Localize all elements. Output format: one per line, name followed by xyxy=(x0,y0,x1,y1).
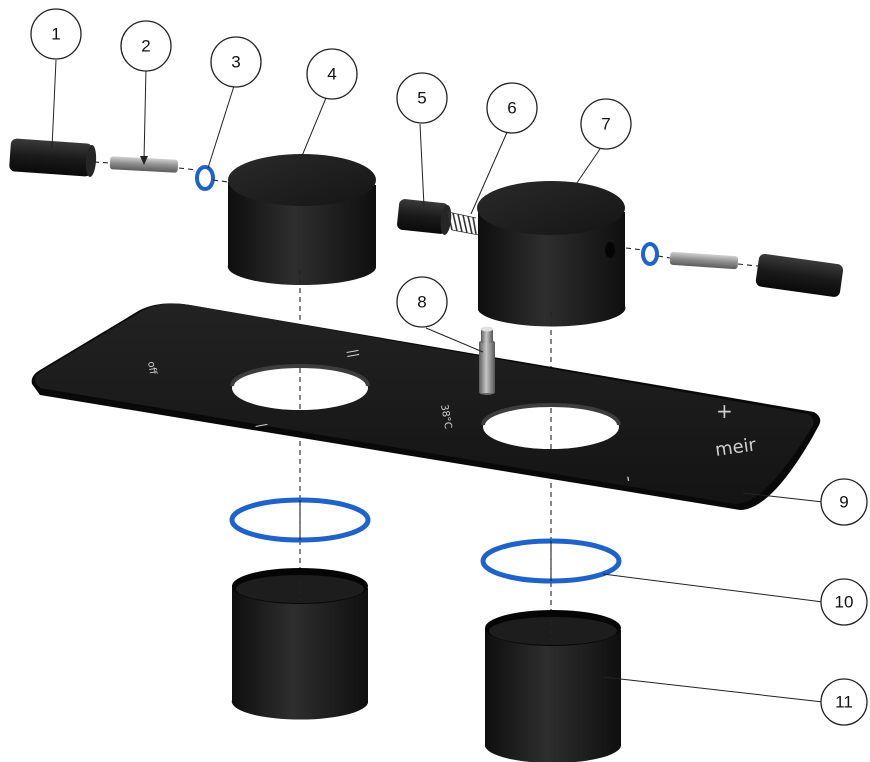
callout-11: 11 xyxy=(820,678,868,726)
plate-marking-minus: - xyxy=(619,474,639,483)
part-6-spring xyxy=(447,211,480,236)
callout-5: 5 xyxy=(396,72,448,124)
part-11-sleeve-right xyxy=(484,610,621,762)
plate-marking-off: off xyxy=(145,361,158,377)
part-10-large-o-ring-left xyxy=(229,497,371,543)
callout-4-label: 4 xyxy=(327,65,336,84)
callout-7: 7 xyxy=(580,98,632,150)
plate-marking-flow-max: || xyxy=(346,348,361,358)
callout-1: 1 xyxy=(30,8,82,60)
part-11-sleeve-left xyxy=(231,568,368,720)
callout-9-label: 9 xyxy=(839,493,848,512)
callout-8-label: 8 xyxy=(417,293,426,312)
callout-leaders xyxy=(51,59,824,703)
callout-8: 8 xyxy=(396,276,448,328)
callout-3-label: 3 xyxy=(231,53,240,72)
callout-1-label: 1 xyxy=(51,25,60,44)
callout-11-label: 11 xyxy=(835,693,853,712)
callout-6: 6 xyxy=(486,82,538,134)
part-5-rod xyxy=(397,199,452,235)
callout-5-label: 5 xyxy=(417,89,426,108)
callout-9: 9 xyxy=(820,478,868,526)
callout-10-label: 10 xyxy=(835,593,854,612)
knob-right-pin-assembly xyxy=(625,242,844,297)
callout-7-label: 7 xyxy=(601,115,610,134)
callout-2-label: 2 xyxy=(141,37,150,56)
part-7-knob-right xyxy=(477,181,626,327)
plate-marking-plus: + xyxy=(716,399,733,423)
callout-2: 2 xyxy=(120,20,172,72)
part-4-knob-left xyxy=(227,154,376,286)
part-8-vertical-pin xyxy=(479,326,495,395)
plate-marking-flow-min: | xyxy=(255,422,269,428)
callout-3: 3 xyxy=(210,36,262,88)
callout-10: 10 xyxy=(820,578,868,626)
part-9-cover-plate: off || | 38°C + - meir xyxy=(31,303,821,510)
plate-marking-temperature: 38°C xyxy=(438,404,453,430)
callout-4: 4 xyxy=(306,48,358,100)
callout-6-label: 6 xyxy=(507,99,516,118)
part-3-o-ring xyxy=(195,165,215,191)
part-10-large-o-ring-right xyxy=(480,538,622,584)
part-1-rod xyxy=(9,138,97,177)
